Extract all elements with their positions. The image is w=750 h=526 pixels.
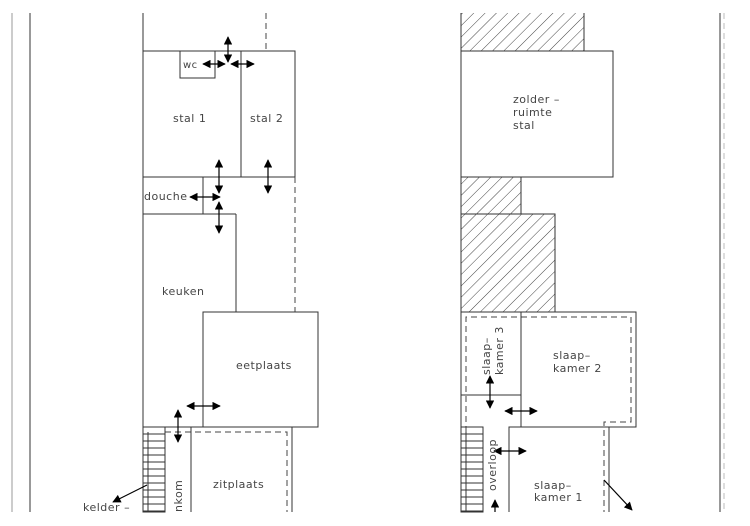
door-arrows xyxy=(485,375,633,512)
room-label-kelder: kelder – xyxy=(83,501,130,514)
dashed-wall xyxy=(465,316,632,512)
zolder-room xyxy=(460,50,614,178)
room-label-inkom: nkom xyxy=(172,480,185,512)
ground-floor-plan: wc stal 1 stal 2 douche keuken eetplaats… xyxy=(11,13,319,514)
hatched-roof-area xyxy=(461,13,584,51)
eetplaats-room xyxy=(202,311,319,428)
room-label-zolder: zolder – xyxy=(513,93,560,106)
room-label-wc: wc xyxy=(183,60,198,71)
room-label-zolder-stal: stal xyxy=(513,119,535,132)
door-arrows xyxy=(112,36,273,503)
room-label-zolder-ruimte: ruimte xyxy=(513,106,552,119)
bedroom-walls xyxy=(461,311,637,512)
room-label-slaapkamer-2: slaap– xyxy=(553,349,591,362)
hatched-roof-area xyxy=(460,176,522,215)
room-label-slaapkamer-3: slaap– xyxy=(480,337,493,375)
room-label-keuken: keuken xyxy=(162,285,204,298)
dashed-wall xyxy=(165,431,288,512)
room-label-slaapkamer-1: slaap– xyxy=(534,479,572,492)
stair xyxy=(142,426,166,513)
room-label-stal-2: stal 2 xyxy=(250,112,283,125)
room-label-slaapkamer-3-line2: kamer 3 xyxy=(493,326,506,375)
stair xyxy=(460,426,484,513)
upper-floor-plan: zolder – ruimte stal slaap– kamer 3 slaa… xyxy=(460,13,725,513)
room-label-slaapkamer-1-line2: kamer 1 xyxy=(534,491,583,504)
room-label-eetplaats: eetplaats xyxy=(236,359,292,372)
room-label-slaapkamer-2-line2: kamer 2 xyxy=(553,362,602,375)
room-label-douche: douche xyxy=(144,190,187,203)
room-label-stal-1: stal 1 xyxy=(173,112,206,125)
hatched-roof-area xyxy=(460,213,556,313)
room-label-overloop: overloop xyxy=(486,439,499,491)
room-label-zitplaats: zitplaats xyxy=(213,478,264,491)
